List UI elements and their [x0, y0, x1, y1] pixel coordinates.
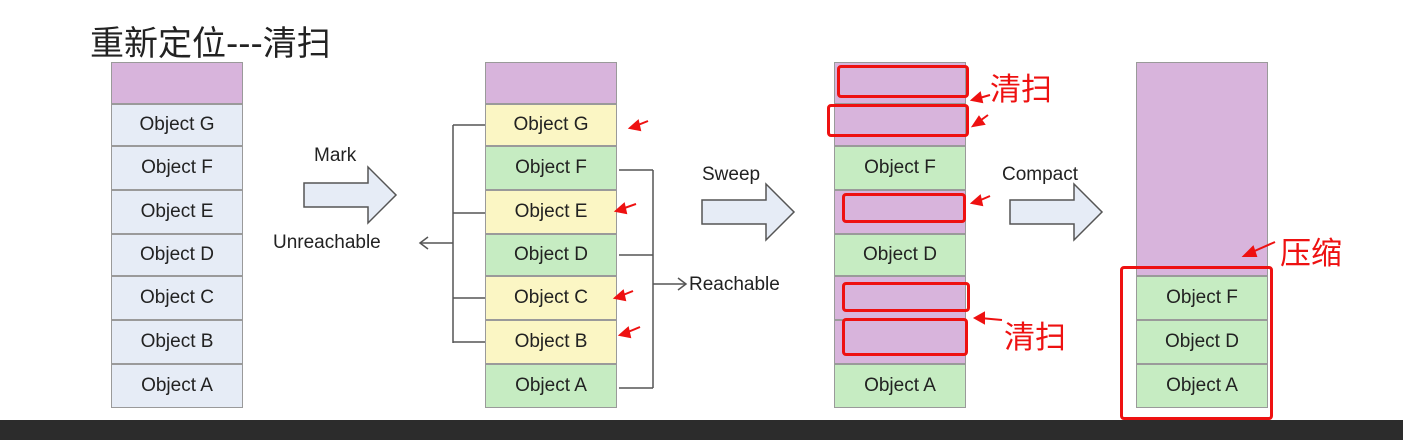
- red-pointer-icon: [612, 119, 649, 339]
- object-a-cell: Object A: [834, 364, 966, 408]
- reachable-label: Reachable: [689, 274, 780, 295]
- object-e-cell: Object E: [485, 190, 617, 234]
- object-e-cell: Object E: [111, 190, 243, 234]
- object-c-cell: Object C: [111, 276, 243, 320]
- compact-label: Compact: [1002, 164, 1079, 185]
- page-title: 重新定位---清扫: [90, 24, 331, 64]
- sweep-highlight-box: [842, 318, 968, 356]
- reachable-bracket: [619, 169, 688, 389]
- object-g-cell: Object G: [485, 104, 617, 146]
- object-f-cell: Object F: [485, 146, 617, 190]
- object-d-cell: Object D: [111, 234, 243, 276]
- object-c-cell: Object C: [485, 276, 617, 320]
- red-pointer-icon: [969, 91, 1003, 325]
- object-d-cell: Object D: [485, 234, 617, 276]
- swept-slot-e: [834, 190, 966, 234]
- bottom-bar: [0, 420, 1403, 440]
- mark-label: Mark: [314, 145, 357, 166]
- object-d-cell: Object D: [1136, 320, 1268, 364]
- mark-arrow-icon: [303, 165, 398, 225]
- unreachable-label: Unreachable: [273, 232, 381, 253]
- sweep-note-bottom: 清扫: [1004, 320, 1066, 356]
- compact-highlight-box: [1120, 266, 1273, 420]
- sweep-highlight-box: [842, 282, 970, 312]
- object-b-cell: Object B: [111, 320, 243, 364]
- object-a-cell: Object A: [485, 364, 617, 408]
- heap-free-space: [485, 62, 617, 104]
- object-f-cell: Object F: [111, 146, 243, 190]
- sweep-highlight-box: [827, 104, 969, 137]
- sweep-highlight-box: [842, 193, 966, 223]
- unreachable-bracket: [418, 124, 485, 343]
- object-a-cell: Object A: [1136, 364, 1268, 408]
- heap-free-space: [1136, 62, 1268, 276]
- compact-arrow-icon: [1009, 182, 1104, 242]
- object-b-cell: Object B: [485, 320, 617, 364]
- object-f-cell: Object F: [834, 146, 966, 190]
- sweep-highlight-box: [837, 65, 969, 98]
- sweep-label: Sweep: [702, 164, 761, 185]
- object-a-cell: Object A: [111, 364, 243, 408]
- red-pointer-icon: [1241, 241, 1276, 257]
- object-f-cell: Object F: [1136, 276, 1268, 320]
- swept-slot-b: [834, 320, 966, 364]
- compact-note: 压缩: [1280, 236, 1342, 272]
- object-d-cell: Object D: [834, 234, 966, 276]
- heap-free-space: [111, 62, 243, 104]
- object-g-cell: Object G: [111, 104, 243, 146]
- sweep-arrow-icon: [701, 182, 796, 242]
- sweep-note-top: 清扫: [990, 72, 1052, 108]
